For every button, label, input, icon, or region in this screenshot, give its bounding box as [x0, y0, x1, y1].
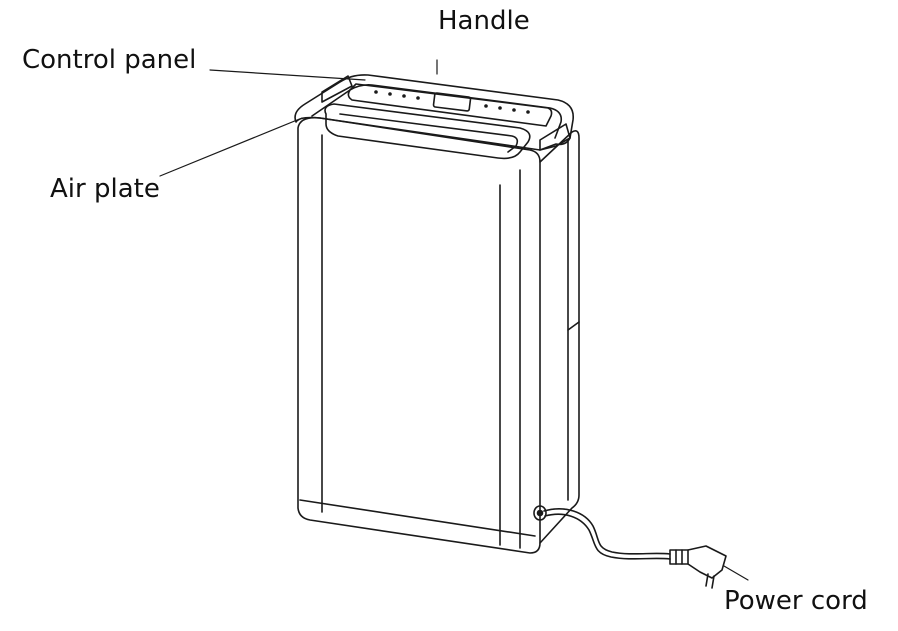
control-button [512, 108, 516, 112]
right-handle-grip [539, 123, 571, 151]
control-button [416, 96, 420, 100]
air-plate-inner [339, 113, 519, 153]
control-button [498, 106, 502, 110]
cord-plug-body [669, 545, 727, 579]
top-assembly [294, 74, 575, 160]
leader-control-panel [209, 69, 366, 81]
control-buttons [374, 90, 530, 114]
control-button [526, 110, 530, 114]
top-outline [294, 74, 575, 151]
control-button [402, 94, 406, 98]
control-button [484, 104, 488, 108]
cord-socket [533, 505, 547, 521]
leader-lines [159, 59, 749, 581]
side-seam [567, 321, 580, 331]
front-face [297, 116, 541, 554]
control-display [432, 92, 472, 112]
cord-socket-core [536, 509, 544, 517]
control-panel-strip [347, 83, 553, 127]
left-handle-grip [321, 75, 353, 103]
cord-wire-2 [544, 513, 671, 560]
leader-power-cord [723, 565, 749, 581]
label-power-cord: Power cord [724, 586, 868, 616]
control-button [374, 90, 378, 94]
label-air-plate: Air plate [50, 174, 160, 204]
cord-plug-ribs [675, 549, 689, 565]
air-plate [324, 103, 531, 160]
cord-plug-pins [705, 573, 715, 589]
power-cord-drawing [533, 505, 727, 589]
label-handle: Handle [438, 6, 530, 36]
leader-air-plate [159, 117, 303, 177]
front-bottom-edge [299, 499, 536, 537]
control-button [388, 92, 392, 96]
unit-body [297, 116, 580, 554]
label-control-panel: Control panel [22, 45, 197, 75]
side-face [539, 130, 580, 544]
cord-wire [543, 508, 671, 555]
